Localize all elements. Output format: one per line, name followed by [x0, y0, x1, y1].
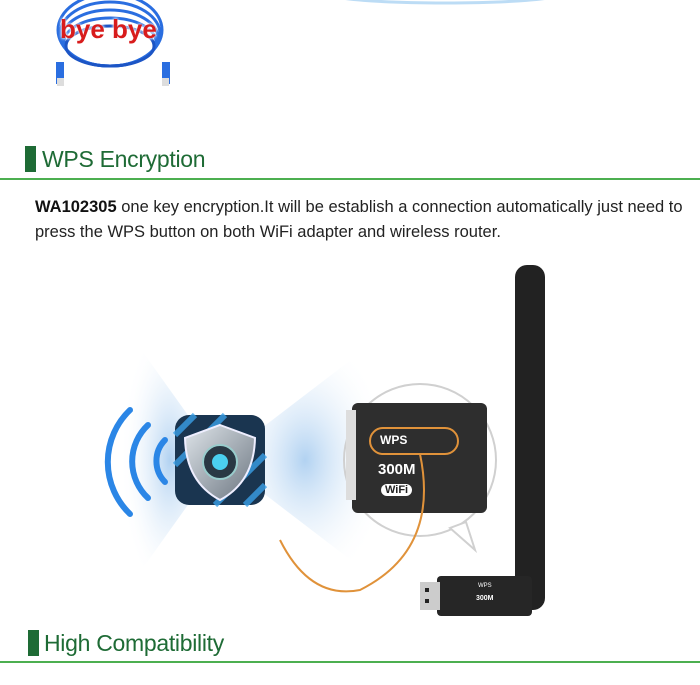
wifi-waves-icon: [104, 407, 168, 517]
antenna: [515, 265, 545, 610]
decorative-arc: [345, 0, 545, 5]
ethernet-cable-image: [56, 0, 170, 86]
signal-glow-left: [120, 320, 220, 600]
heading-marker: [28, 630, 39, 656]
shield-lock-icon: [172, 412, 268, 508]
wps-button-label: WPS: [380, 433, 408, 447]
model-number: WA102305: [35, 198, 117, 216]
signal-glow-right: [220, 330, 390, 590]
speed-label: 300M: [378, 461, 416, 478]
description-text: one key encryption.It will be establish …: [35, 198, 683, 241]
section-title-high-compatibility: High Compatibility: [44, 630, 224, 656]
heading-marker: [25, 146, 36, 172]
section-title-wps-encryption: WPS Encryption: [42, 146, 206, 172]
wps-description: WA102305 one key encryption.It will be e…: [35, 195, 685, 245]
section-divider: [0, 661, 700, 663]
dongle-speed-label: 300M: [476, 595, 494, 602]
usb-dongle: [437, 576, 532, 616]
pointer-curve: [279, 453, 425, 593]
bye-bye-caption: bye bye: [60, 14, 157, 44]
dongle-wps-label: WPS: [478, 583, 492, 589]
wifi-logo: WiFi: [381, 484, 413, 496]
wps-illustration: [104, 265, 545, 616]
section-divider: [0, 178, 700, 180]
wps-button-highlight: [369, 427, 459, 455]
